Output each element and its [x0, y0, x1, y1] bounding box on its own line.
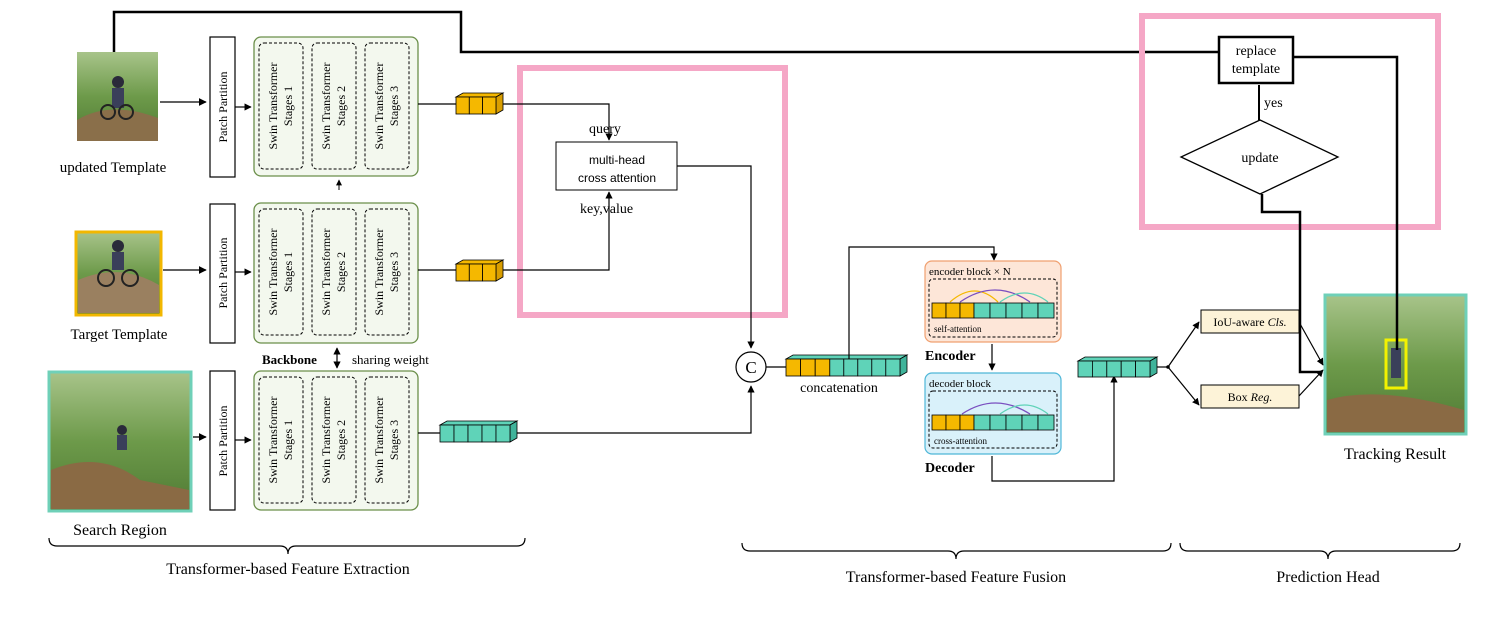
sharing-weight-label: sharing weight [352, 352, 429, 367]
stage3-box [364, 208, 410, 336]
stage2-line1: Swin Transformer [319, 396, 333, 483]
target-template-image [74, 230, 163, 317]
stage3-box [364, 42, 410, 170]
query-label: query [589, 122, 621, 137]
cross-attention-box [555, 141, 678, 191]
stage2-line2: Stages 2 [334, 86, 348, 126]
patch-partition-box [209, 36, 236, 178]
encoder-block-label: encoder block × N [929, 266, 1011, 278]
extraction-brace [48, 537, 526, 555]
yes-label: yes [1264, 96, 1283, 111]
replace-line2: template [1232, 62, 1280, 77]
stage2-line2: Stages 2 [334, 420, 348, 460]
cross-attention-inner-label: cross-attention [934, 436, 987, 446]
updated-template-label: updated Template [60, 160, 167, 176]
search-region-image [47, 370, 193, 513]
concat-token [784, 354, 909, 377]
backbone-row-target: Patch Partition Swin Transformer Stages … [209, 202, 419, 344]
cls-head-label: IoU-aware Cls. [1213, 315, 1286, 329]
stage1-line2: Stages 1 [281, 252, 295, 292]
cross-attention-line2: cross attention [578, 171, 656, 185]
patch-partition-label: Patch Partition [216, 406, 230, 477]
update-label: update [1241, 151, 1278, 166]
stage3-line1: Swin Transformer [372, 396, 386, 483]
backbone-row-search: Patch Partition Swin Transformer Stages … [209, 370, 419, 511]
stage1-line1: Swin Transformer [266, 396, 280, 483]
stage3-line2: Stages 3 [387, 86, 401, 126]
reg-head-label: Box Reg. [1228, 390, 1273, 404]
encoder-label: Encoder [925, 349, 976, 364]
search-region-label: Search Region [73, 522, 167, 539]
concatenation-label: concatenation [800, 381, 878, 396]
stage2-line1: Swin Transformer [319, 62, 333, 149]
concat-symbol: C [745, 358, 756, 377]
stage3-line2: Stages 3 [387, 420, 401, 460]
template-token-target [418, 259, 505, 282]
self-attention-box [928, 278, 1058, 338]
tracking-result-label: Tracking Result [1344, 446, 1447, 463]
encoder-block [924, 260, 1062, 343]
stage3-box [364, 376, 410, 504]
target-template-label: Target Template [71, 327, 168, 343]
head-brace [1179, 542, 1461, 560]
fusion-section-label: Transformer-based Feature Fusion [846, 569, 1066, 586]
decoder-block [924, 372, 1062, 455]
backbone-label: Backbone [262, 352, 317, 367]
stage1-box [258, 376, 304, 504]
cross-attention-highlight [517, 65, 788, 318]
swin-backbone-box [253, 370, 419, 511]
template-token-updated [418, 92, 505, 115]
patch-partition-label: Patch Partition [216, 72, 230, 143]
stage3-line2: Stages 3 [387, 252, 401, 292]
swin-backbone-box [253, 36, 419, 177]
patch-partition-box [209, 203, 236, 344]
stage2-line2: Stages 2 [334, 252, 348, 292]
stage2-box [311, 376, 357, 504]
decoder-tokens [931, 402, 1055, 431]
extraction-section-label: Transformer-based Feature Extraction [166, 561, 409, 578]
stage1-line2: Stages 1 [281, 420, 295, 460]
key-value-label: key,value [580, 202, 633, 217]
stage3-line1: Swin Transformer [372, 228, 386, 315]
stage1-box [258, 42, 304, 170]
stage3-line1: Swin Transformer [372, 62, 386, 149]
self-attention-label: self-attention [934, 324, 982, 334]
stage1-line2: Stages 1 [281, 86, 295, 126]
stage1-box [258, 208, 304, 336]
tracking-result-image [1323, 293, 1468, 436]
backbone-row-updated: Patch Partition Swin Transformer Stages … [209, 36, 419, 178]
reg-head-box [1200, 384, 1300, 409]
cross-attention-inner-box [928, 390, 1058, 449]
stage2-box [311, 42, 357, 170]
stage2-line1: Swin Transformer [319, 228, 333, 315]
replace-line1: replace [1236, 44, 1276, 59]
swin-backbone-box [253, 202, 419, 344]
cross-attention-line1: multi-head [589, 153, 645, 167]
fused-token [1076, 356, 1159, 378]
encoder-tokens [931, 289, 1055, 319]
replace-template-box [1217, 35, 1295, 85]
fusion-brace [741, 542, 1172, 560]
patch-partition-label: Patch Partition [216, 238, 230, 309]
decoder-block-label: decoder block [929, 378, 991, 390]
head-section-label: Prediction Head [1276, 569, 1380, 586]
decoder-label: Decoder [925, 461, 975, 476]
stage1-line1: Swin Transformer [266, 228, 280, 315]
update-decision [1179, 119, 1340, 195]
stage2-box [311, 208, 357, 336]
updated-template-image [77, 52, 158, 141]
update-logic-highlight [1139, 13, 1441, 230]
search-token [418, 420, 519, 443]
stage1-line1: Swin Transformer [266, 62, 280, 149]
